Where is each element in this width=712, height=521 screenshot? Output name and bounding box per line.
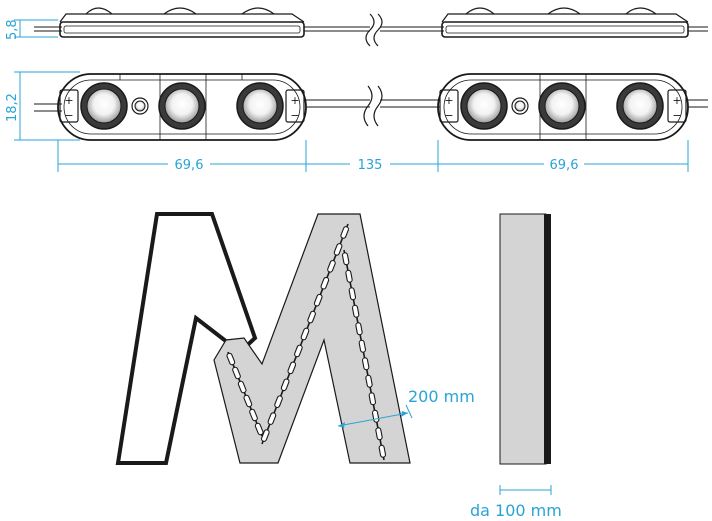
led-chain-module [260, 429, 270, 442]
module-top-view: 18,2 + − + − [5, 71, 708, 173]
led-chain-module [361, 357, 370, 371]
led-chain-module [333, 243, 343, 256]
height-dimension: 5,8 [5, 19, 58, 40]
led-chain-module [358, 339, 367, 353]
terminal-minus-label: − [672, 109, 681, 122]
led-chain [226, 223, 387, 461]
led-lens [158, 82, 206, 130]
led-lens [80, 82, 128, 130]
led-chain-module [232, 366, 241, 380]
led-chain-module [313, 293, 323, 307]
led-chain-module [249, 408, 258, 422]
terminal-minus-label: − [290, 109, 299, 122]
led-chain-module [226, 352, 236, 366]
led-chain-module [368, 392, 377, 406]
screw-hole [511, 97, 529, 115]
led-module-left: + − + − [57, 73, 307, 141]
led-chain-module [365, 374, 373, 388]
led-chain-module [345, 269, 353, 283]
led-chain-module [287, 361, 297, 375]
led-chain-module [355, 322, 363, 336]
led-chain-module [243, 394, 253, 408]
led-chain-module [237, 380, 247, 394]
led-chain-module [280, 378, 290, 392]
led-chain-module [254, 422, 264, 436]
height-value: 5,8 [5, 19, 20, 40]
letter-m-illustration: 200 mm [115, 212, 475, 465]
spacing-value: 200 mm [408, 387, 475, 406]
right-module-length: 69,6 [550, 158, 579, 173]
led-chain-module [307, 310, 316, 324]
led-chain-module [267, 412, 277, 425]
terminal-plus-label: + [64, 94, 73, 107]
led-chain-module [320, 276, 330, 290]
letter-side-edge [544, 214, 551, 464]
depth-dimension: da 100 mm [470, 485, 562, 520]
width-dimension: 18,2 [5, 71, 80, 141]
terminal-minus-label: − [444, 109, 453, 122]
led-chain-module [378, 444, 387, 458]
spacing-dimension: 200 mm [337, 387, 475, 428]
letter-side-profile: da 100 mm [470, 213, 562, 520]
left-module-length: 69,6 [175, 158, 204, 173]
screw-hole [131, 97, 149, 115]
letter-fill-face [213, 213, 411, 464]
led-lens [236, 82, 284, 130]
led-chain-module [351, 304, 360, 318]
led-chain-module [274, 395, 283, 409]
terminal-plus-label: + [444, 94, 453, 107]
led-chain-module [348, 287, 357, 301]
depth-value: da 100 mm [470, 501, 562, 520]
module-side-view: 5,8 [5, 7, 708, 47]
terminal-plus-label: + [672, 94, 681, 107]
led-chain-module [294, 344, 303, 358]
led-lens [616, 82, 664, 130]
led-lens [460, 82, 508, 130]
led-chain-module [341, 252, 350, 266]
led-chain-module [375, 427, 383, 441]
led-chain-module [340, 226, 350, 239]
led-chain-module [300, 327, 310, 341]
width-value: 18,2 [5, 93, 20, 122]
terminal-plus-label: + [290, 94, 299, 107]
led-chain-module [327, 259, 336, 273]
led-lens [538, 82, 586, 130]
letter-side-face [499, 213, 547, 465]
module-spacing: 135 [358, 158, 383, 173]
length-dimensions: 69,6 135 69,6 [57, 140, 689, 173]
terminal-minus-label: − [64, 109, 73, 122]
led-module-right: + − + − [437, 73, 689, 141]
